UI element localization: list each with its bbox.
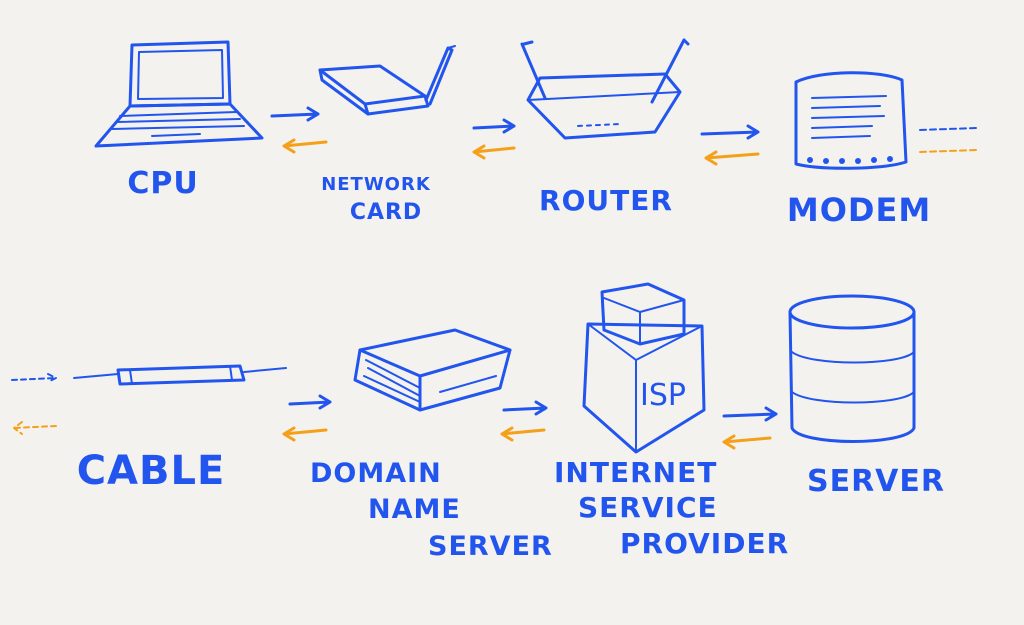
label-server: SERVER	[806, 464, 945, 499]
return-arrows	[13, 138, 977, 450]
label-cable: CABLE	[76, 448, 226, 494]
book-icon	[353, 328, 512, 412]
isp-box-icon: ISP	[582, 282, 706, 454]
label-router: ROUTER	[539, 184, 673, 217]
label-modem: MODEM	[786, 191, 932, 229]
isp-box-label: ISP	[640, 378, 686, 413]
network-card-icon	[318, 45, 456, 116]
label-cpu: CPU	[127, 166, 199, 201]
database-icon	[788, 294, 916, 443]
label-network-card: NETWORK CARD	[321, 174, 431, 225]
modem-icon	[794, 71, 908, 170]
label-dns: DOMAIN NAME SERVER	[310, 458, 553, 562]
cable-icon	[73, 364, 287, 386]
router-icon	[520, 38, 690, 140]
forward-arrows	[11, 106, 977, 422]
label-isp: INTERNET SERVICE PROVIDER	[554, 456, 790, 560]
laptop-icon	[94, 40, 264, 148]
